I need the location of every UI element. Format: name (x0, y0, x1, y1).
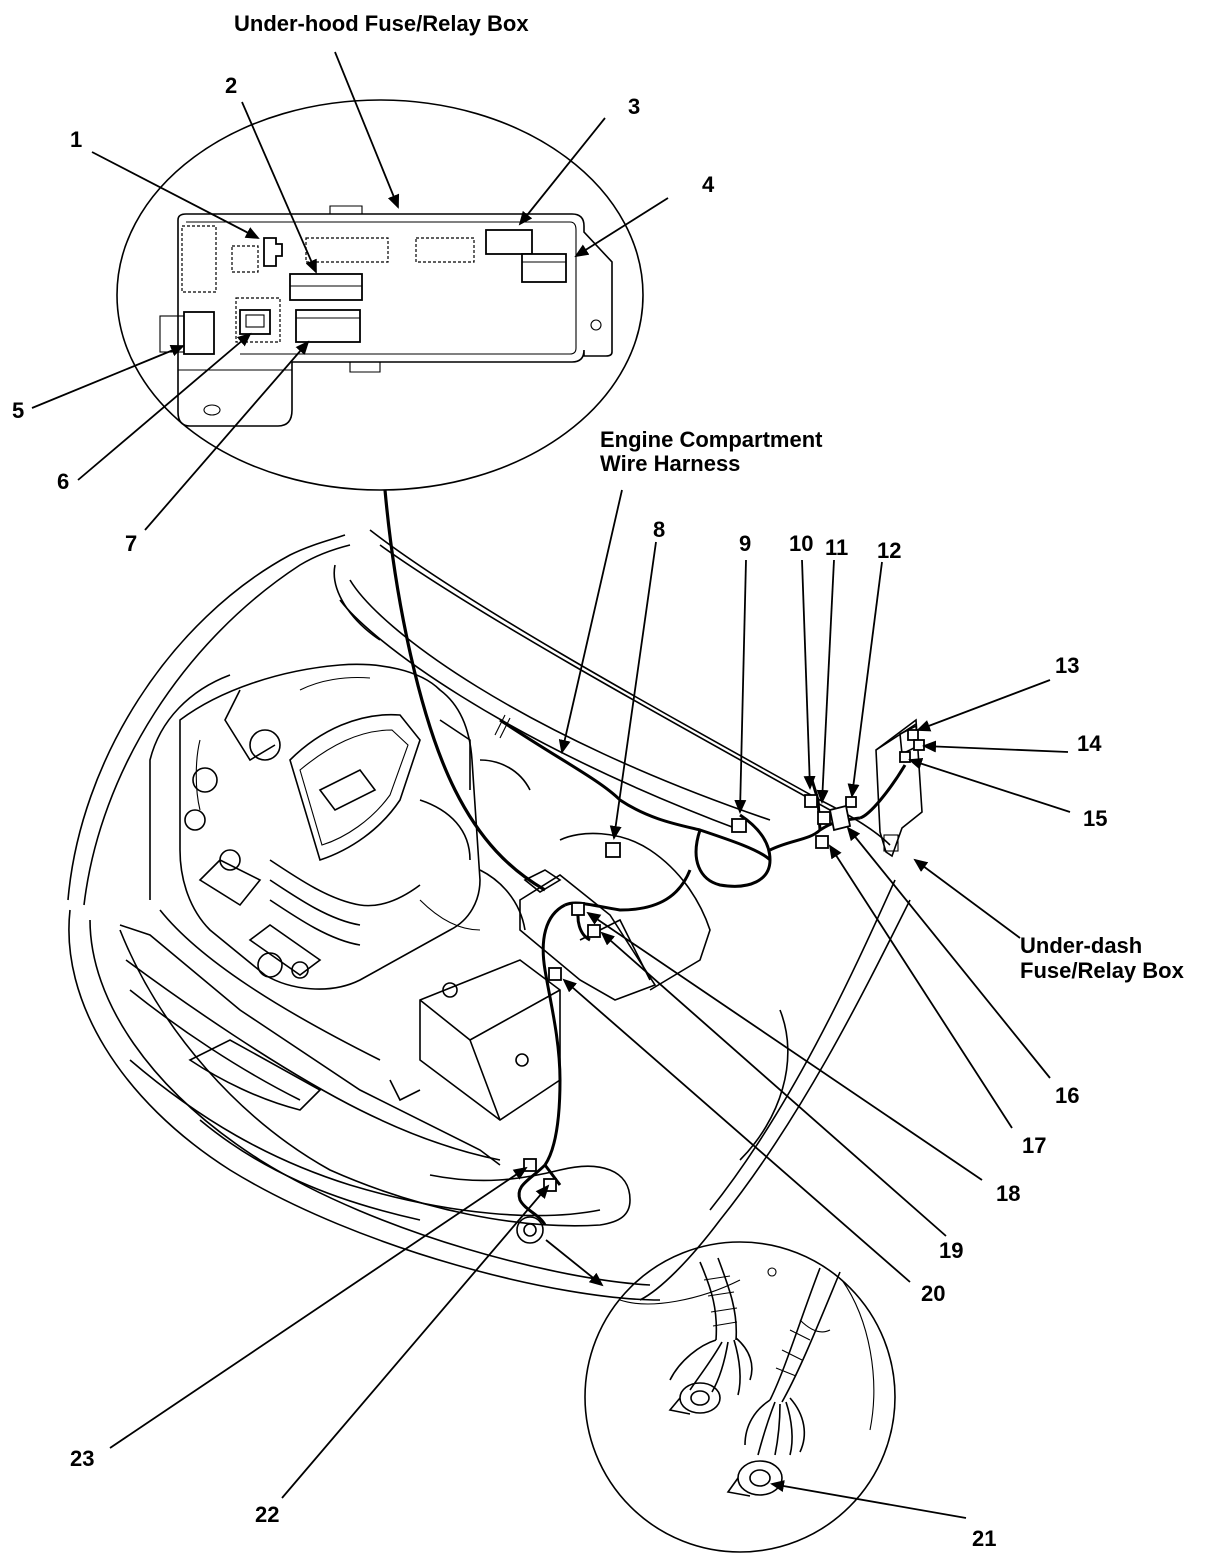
callout-19: 19 (939, 1238, 963, 1263)
connector-16 (828, 804, 852, 832)
title-underdash-box-2: Fuse/Relay Box (1020, 958, 1185, 983)
connector-8 (605, 842, 621, 858)
callout-23: 23 (70, 1446, 94, 1471)
title-underdash-box-1: Under-dash (1020, 933, 1142, 958)
callout-9: 9 (739, 531, 751, 556)
callout-6: 6 (57, 469, 69, 494)
engine-harness (494, 714, 907, 1226)
connector-11 (817, 811, 831, 825)
battery (389, 959, 561, 1121)
horn-21 (516, 1216, 544, 1244)
underhood-inset (116, 99, 644, 491)
callout-1: 1 (70, 127, 82, 152)
connector-17 (815, 835, 829, 849)
engine-block (179, 663, 481, 990)
horn-inset (584, 1241, 896, 1553)
callout-2: 2 (225, 73, 237, 98)
connector-20 (548, 967, 562, 981)
callout-5: 5 (12, 398, 24, 423)
callout-18: 18 (996, 1181, 1020, 1206)
callout-13: 13 (1055, 653, 1079, 678)
connector-14 (913, 739, 925, 751)
callout-3: 3 (628, 94, 640, 119)
callout-20: 20 (921, 1281, 945, 1306)
callout-7: 7 (125, 531, 137, 556)
connector-18 (571, 902, 585, 916)
callout-16: 16 (1055, 1083, 1079, 1108)
callout-11: 11 (825, 535, 848, 560)
connector-9 (731, 818, 747, 833)
callout-21: 21 (972, 1526, 996, 1551)
callout-8: 8 (653, 517, 665, 542)
vehicle-engine-bay (67, 529, 911, 1301)
inset-pointer-line (383, 489, 546, 892)
callout-4: 4 (702, 172, 715, 197)
connector-12 (845, 796, 857, 808)
callout-10: 10 (789, 531, 813, 556)
text-labels: Under-hood Fuse/Relay Box Engine Compart… (12, 11, 1185, 1551)
connector-13 (907, 729, 919, 741)
callout-22: 22 (255, 1502, 279, 1527)
connector-10 (804, 794, 818, 808)
callout-15: 15 (1083, 806, 1107, 831)
callout-14: 14 (1077, 731, 1102, 756)
connector-15 (899, 751, 911, 763)
title-underhood-box: Under-hood Fuse/Relay Box (234, 11, 529, 36)
title-engine-harness-2: Wire Harness (600, 451, 740, 476)
title-engine-harness-1: Engine Compartment (600, 427, 823, 452)
leader-lines (31, 51, 1071, 1519)
callout-12: 12 (877, 538, 901, 563)
connector-19 (587, 924, 601, 938)
callout-17: 17 (1022, 1133, 1046, 1158)
